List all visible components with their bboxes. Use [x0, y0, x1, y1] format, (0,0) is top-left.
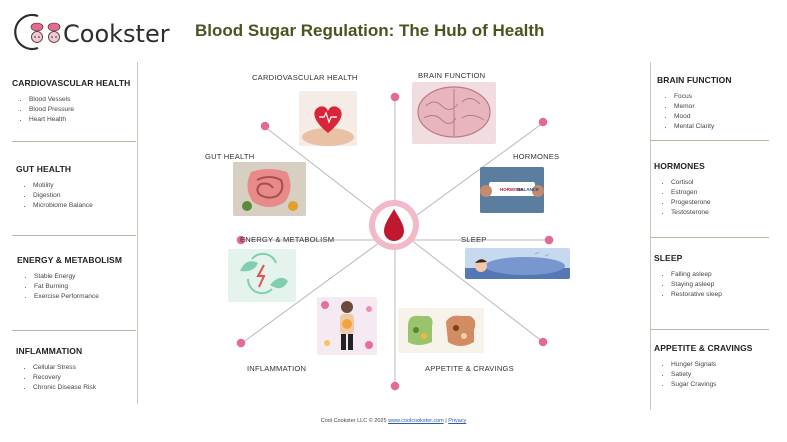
brain-image — [412, 82, 496, 144]
panel-title: HORMONES — [654, 161, 705, 171]
divider — [651, 329, 769, 330]
food-icon — [408, 315, 476, 346]
divider — [651, 237, 769, 238]
panel-inflammation: INFLAMMATION Cellular Stress Recovery Ch… — [16, 346, 141, 393]
logo-text: Cookster — [63, 20, 170, 48]
panel-appetite-cravings: APPETITE & CRAVINGS Hunger Signals Satie… — [654, 343, 779, 390]
balance-sign-icon: HORMONE BALANCE — [480, 167, 544, 213]
list-item: Restorative sleep — [671, 290, 779, 300]
heart-hands-image — [299, 91, 357, 146]
appetite-image — [398, 308, 484, 353]
list-item: Cortisol — [671, 178, 779, 188]
list-item: Fat Burning — [34, 282, 142, 292]
footer-privacy-link[interactable]: Privacy — [448, 418, 467, 424]
hub-dot — [236, 338, 246, 348]
hub-label-appetite: APPETITE & CRAVINGS — [425, 364, 514, 373]
sleeping-person-icon — [465, 251, 570, 279]
panel-energy-metabolism: ENERGY & METABOLISM Stable Energy Fat Bu… — [17, 255, 142, 302]
hub-label-brain: BRAIN FUNCTION — [418, 71, 486, 80]
balance-sign-text-1: HORMONE — [500, 187, 524, 192]
list-item: Falling asleep — [671, 270, 779, 280]
mitochondria-icon — [240, 252, 288, 295]
footer-copyright: Cool Cookster LLC © 2025 — [320, 418, 387, 424]
hormone-balance-image: HORMONE BALANCE — [480, 167, 544, 213]
footer-separator: | — [445, 418, 447, 424]
column-divider — [137, 62, 138, 404]
hub-label-energy: ENERGY & METABOLISM — [240, 235, 335, 244]
list-item: Testosterone — [671, 208, 779, 218]
hub-dot — [236, 235, 246, 245]
hub-dot — [390, 381, 400, 391]
panel-gut-health: GUT HEALTH Motility Digestion Microbiome… — [16, 164, 141, 211]
list-item: Estrogen — [671, 188, 779, 198]
hub-label-cardio: CARDIOVASCULAR HEALTH — [252, 73, 358, 82]
list-item: Recovery — [33, 373, 141, 383]
list-item: Sugar Cravings — [671, 380, 779, 390]
page-title: Blood Sugar Regulation: The Hub of Healt… — [195, 21, 545, 40]
blood-drop-icon — [384, 209, 404, 241]
hub-label-gut: GUT HEALTH — [205, 152, 255, 161]
list-item: Heart Health — [29, 115, 137, 125]
list-item: Hunger Signals — [671, 360, 779, 370]
hub-label-inflammation: INFLAMMATION — [247, 364, 307, 373]
divider — [12, 141, 136, 142]
inflamed-body-icon — [321, 301, 373, 350]
balance-sign-text-2: BALANCE — [517, 187, 539, 192]
brain-icon — [417, 86, 491, 138]
panel-title: GUT HEALTH — [16, 164, 72, 174]
panel-title: INFLAMMATION — [16, 346, 83, 356]
hub-label-sleep: SLEEP — [461, 235, 487, 244]
list-item: Focus — [674, 92, 782, 102]
chef-faces-icon — [14, 13, 61, 51]
footer: Cool Cookster LLC © 2025 www.coolcookste… — [0, 418, 787, 424]
list-item: Motility — [33, 181, 141, 191]
gut-image — [233, 162, 306, 216]
hub-dot — [538, 337, 548, 347]
footer-website-link[interactable]: www.coolcookster.com — [388, 418, 444, 424]
list-item: Cellular Stress — [33, 363, 141, 373]
list-item: Digestion — [33, 191, 141, 201]
panel-hormones: HORMONES Cortisol Estrogen Progesterone … — [654, 161, 779, 218]
list-item: Satiety — [671, 370, 779, 380]
list-item: Memor — [674, 102, 782, 112]
cookster-logo[interactable]: Cookster — [8, 6, 170, 56]
inflammation-image — [317, 297, 377, 355]
list-item: Blood Vessels — [29, 95, 137, 105]
list-item: Exercise Performance — [34, 292, 142, 302]
list-item: Chronic Disease Risk — [33, 383, 141, 393]
panel-cardiovascular: CARDIOVASCULAR HEALTH Blood Vessels Bloo… — [12, 78, 137, 125]
panel-sleep: SLEEP Falling asleep Staying asleep Rest… — [654, 253, 779, 300]
sleep-image — [465, 248, 570, 279]
list-item: Progesterone — [671, 198, 779, 208]
list-item: Staying asleep — [671, 280, 779, 290]
panel-brain-function: BRAIN FUNCTION Focus Memor Mood Mental C… — [657, 75, 782, 132]
panel-title: APPETITE & CRAVINGS — [654, 343, 753, 353]
hub-dot — [544, 235, 554, 245]
metabolism-image — [228, 249, 296, 302]
hub-label-hormones: HORMONES — [513, 152, 560, 161]
hub-dot — [538, 117, 548, 127]
list-item: Mental Clarity — [674, 122, 782, 132]
list-item: Microbiome Balance — [33, 201, 141, 211]
hub-dot — [260, 121, 270, 131]
divider — [651, 140, 769, 141]
list-item: Stable Energy — [34, 272, 142, 282]
panel-title: SLEEP — [654, 253, 683, 263]
panel-title: BRAIN FUNCTION — [657, 75, 732, 85]
panel-title: ENERGY & METABOLISM — [17, 255, 123, 265]
heart-icon — [302, 106, 354, 146]
column-divider — [650, 62, 651, 410]
list-item: Blood Pressure — [29, 105, 137, 115]
panel-title: CARDIOVASCULAR HEALTH — [12, 78, 131, 88]
intestine-icon — [233, 162, 306, 216]
divider — [12, 330, 136, 331]
list-item: Mood — [674, 112, 782, 122]
hub-dot — [390, 92, 400, 102]
divider — [12, 235, 136, 236]
